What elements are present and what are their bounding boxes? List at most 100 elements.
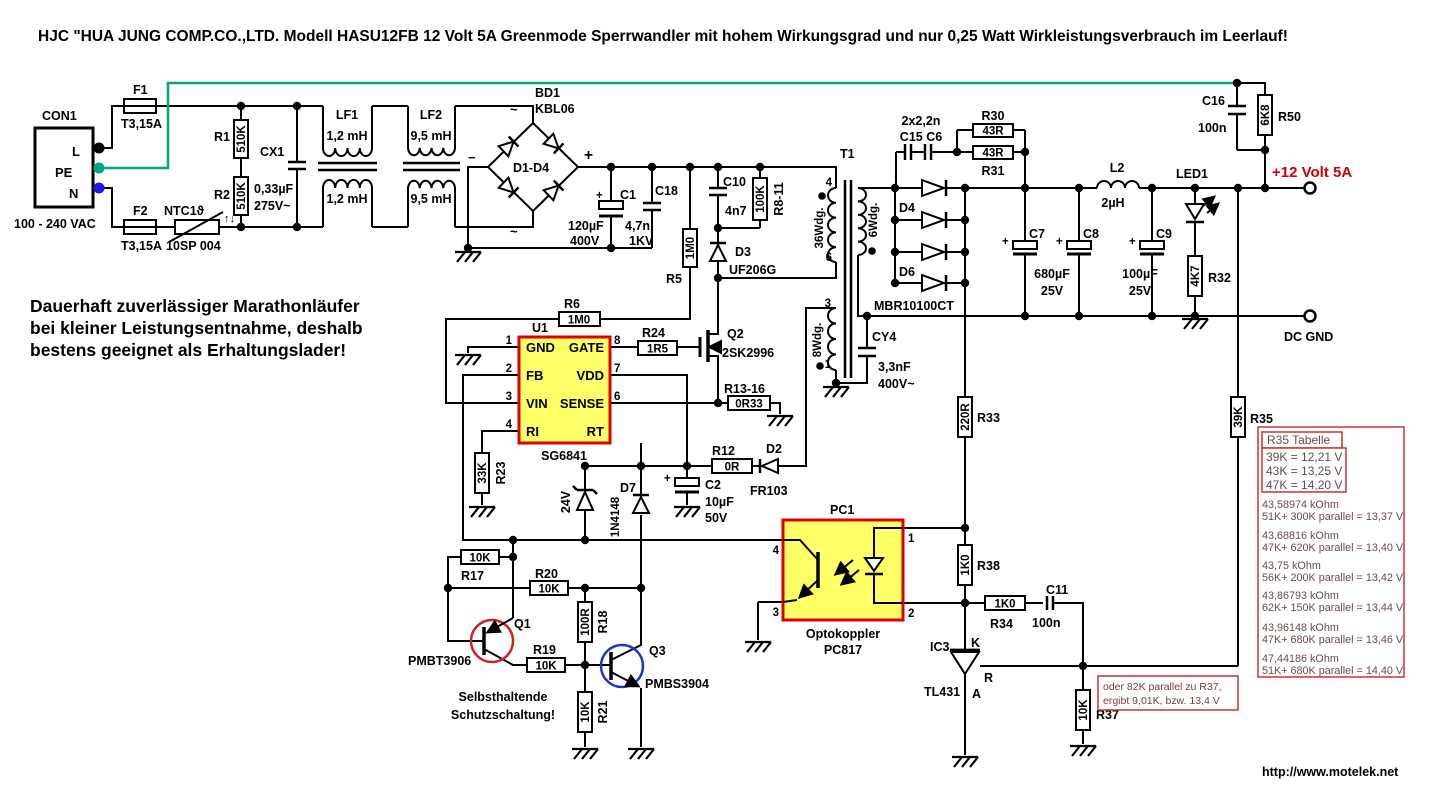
c11-label: C11 xyxy=(1046,583,1068,597)
r35-combo-1-formula: 47K+ 620K parallel = 13,40 V xyxy=(1262,542,1404,554)
ic-tl431: IC3 K R A TL431 xyxy=(924,636,993,701)
r5-value: 1M0 xyxy=(685,237,697,259)
c2-plus: + xyxy=(664,473,671,485)
con1-pin-n: N xyxy=(69,186,78,201)
bridge-minus: − xyxy=(468,150,476,165)
c16-value: 100n xyxy=(1198,121,1227,135)
led1: LED1 xyxy=(1176,167,1221,224)
diode-d3: D3 UF206G xyxy=(708,241,776,277)
resistor-r12: R12 0R xyxy=(711,444,753,474)
c18-value: 4,7n xyxy=(625,219,650,233)
marathon-text-3: bestens geeignet als Erhaltungslader! xyxy=(30,340,346,360)
c8-plus: + xyxy=(1056,236,1063,248)
cx1-value: 0,33µF xyxy=(254,182,294,196)
t1-pin4: 4 xyxy=(826,177,833,189)
r30-label: R30 xyxy=(982,109,1005,123)
capacitor-cy4: CY4 3,3nF 400V~ xyxy=(858,330,915,391)
l2-value: 2µH xyxy=(1101,196,1124,210)
con1-label: CON1 xyxy=(42,109,77,123)
resistor-r37: 10K R37 xyxy=(1075,689,1119,731)
junction-dots xyxy=(236,78,1270,671)
r35-value: 39K xyxy=(1233,406,1245,428)
bridge-diodes-label: D1-D4 xyxy=(513,161,549,175)
t1-dot-primary xyxy=(818,192,826,200)
c10-value: 4n7 xyxy=(725,204,747,218)
capacitor-c1: + C1 120µF 400V xyxy=(568,188,636,248)
mains-voltage-label: 100 - 240 VAC xyxy=(14,217,96,231)
diode-d7: D7 1N4148 xyxy=(610,481,651,537)
r2-value: 510K xyxy=(236,182,248,210)
ntc1-label: NTC1ϑ xyxy=(164,204,205,218)
resistor-r38: 1K0 R38 xyxy=(957,544,1000,586)
f1-label: F1 xyxy=(133,83,148,97)
c15-c6-label: C15 C6 xyxy=(900,130,942,144)
sg6841-part: SG6841 xyxy=(541,449,587,463)
resistor-r19: R19 10K xyxy=(526,643,566,673)
r23-value: 33K xyxy=(477,462,489,484)
lf2-value-bottom: 9,5 mH xyxy=(411,192,452,206)
r31-value: 43R xyxy=(982,148,1004,160)
d3-label: D3 xyxy=(735,245,751,259)
resistor-r5: R5 1M0 xyxy=(666,228,698,286)
t1-primary-winding: 36Wdg. xyxy=(814,208,826,249)
r35-combo-1-ohm: 43,68816 kOhm xyxy=(1262,530,1339,542)
thermistor-ntc1: NTC1ϑ 10SP 004 xyxy=(164,204,224,253)
pin-num-4: 4 xyxy=(506,419,513,431)
c16-label: C16 xyxy=(1202,94,1225,108)
ic3-label: IC3 xyxy=(930,640,950,654)
zener-value: 24V xyxy=(559,490,573,513)
resistor-r34: 1K0 R34 xyxy=(984,595,1026,631)
con1-pin-l: L xyxy=(72,144,80,159)
bridge-ac-top: ~ xyxy=(510,102,518,117)
lf1-value-bottom: 1,2 mH xyxy=(327,192,368,206)
t1-dot-aux xyxy=(816,362,824,370)
r13-16-label: R13-16 xyxy=(724,382,765,396)
pin-ri: RI xyxy=(526,424,539,439)
marathon-text-1: Dauerhaft zuverlässiger Marathonläufer xyxy=(30,296,360,316)
r19-label: R19 xyxy=(533,643,556,657)
t1-label: T1 xyxy=(840,147,855,161)
r17-label: R17 xyxy=(461,569,484,583)
r35-combo-5-ohm: 47,44186 kOhm xyxy=(1262,653,1339,665)
fuse-f1: F1 T3,15A xyxy=(121,83,162,131)
r13-16-value: 0R33 xyxy=(735,399,763,411)
resistor-r17: R17 10K xyxy=(460,549,500,583)
u1-label: U1 xyxy=(532,321,548,335)
r38-value: 1K0 xyxy=(960,554,972,575)
transformer-t1: T1 4 6 3 1 36Wdg. 6Wdg. 8Wdg. xyxy=(812,147,880,378)
c7-c8-value2: 25V xyxy=(1041,284,1064,298)
terminal-12v xyxy=(1303,181,1317,195)
r35-combo-3-ohm: 43,86793 kOhm xyxy=(1262,590,1339,602)
c7-c8-value: 680µF xyxy=(1034,267,1070,281)
r34-value: 1K0 xyxy=(994,599,1015,611)
r20-label: R20 xyxy=(535,567,558,581)
q2-part: 2SK2996 xyxy=(722,346,774,360)
d2-label: D2 xyxy=(766,442,782,456)
c9-label: C9 xyxy=(1156,227,1172,241)
protection-caption-2: Schutzschaltung! xyxy=(451,708,555,722)
lf2-label: LF2 xyxy=(420,108,442,122)
c7-label: C7 xyxy=(1029,227,1045,241)
capacitor-c7: + C7 xyxy=(1002,227,1045,256)
r35-combo-2-ohm: 43,75 kOhm xyxy=(1262,560,1321,572)
r35-combo-0-ohm: 43,58974 kOhm xyxy=(1262,499,1339,511)
pc1-caption-2: PC817 xyxy=(824,643,862,657)
bridge-bd1: BD1 KBL06 D1-D4 ~ ~ − + xyxy=(468,86,593,239)
pin-dot-n xyxy=(93,182,105,194)
resistor-r18: 100R R18 xyxy=(577,601,610,643)
r20-value: 10K xyxy=(538,584,560,596)
tl431-r: R xyxy=(984,671,993,685)
snubber-network: 2x2,2n C15 C6 R30 43R 43R R31 xyxy=(900,109,1014,178)
c1-plus: + xyxy=(596,190,603,202)
r18-label: R18 xyxy=(596,610,610,633)
tl431-part: TL431 xyxy=(924,685,960,699)
r35-quick-2: 47K = 14,20 V xyxy=(1266,478,1342,492)
r37-note-line1: oder 82K parallel zu R37, xyxy=(1103,681,1222,693)
led1-label: LED1 xyxy=(1176,167,1208,181)
r24-value: 1R5 xyxy=(647,344,669,356)
mbr-label: MBR10100CT xyxy=(874,299,954,313)
d7-part: 1N4148 xyxy=(610,496,622,537)
c9-value2: 25V xyxy=(1129,284,1152,298)
pin-vin: VIN xyxy=(526,396,548,411)
